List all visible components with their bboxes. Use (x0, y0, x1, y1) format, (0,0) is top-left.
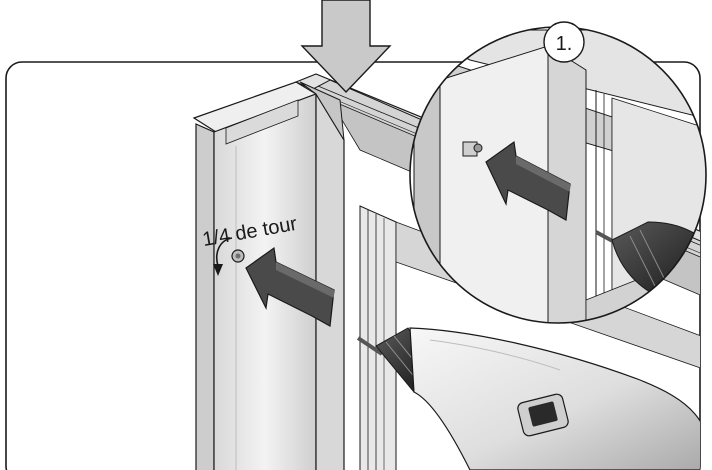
rotate-ccw-icon (213, 237, 233, 276)
step-number-label: 1. (556, 33, 573, 55)
detail-push-arrow-icon (485, 140, 571, 221)
drill (356, 327, 700, 470)
detail-circle (409, 26, 707, 324)
screw-head (231, 249, 245, 263)
push-arrow-icon (245, 246, 335, 327)
step-badge: 1. (543, 21, 585, 63)
down-arrow-icon (300, 0, 392, 94)
detail-screw (462, 141, 483, 157)
